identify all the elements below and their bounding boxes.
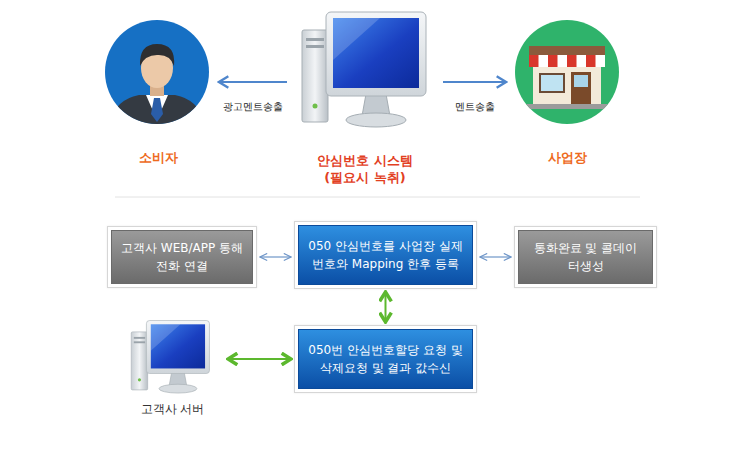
- shop-node: 사업장: [509, 16, 625, 166]
- connector-arrow: [260, 256, 291, 257]
- edge-label: 멘트송출: [453, 100, 497, 114]
- shop-icon: [515, 20, 619, 124]
- edge-label: 광고멘트송출: [221, 100, 285, 114]
- node-label: 소비자: [139, 149, 178, 166]
- connector-arrow: [228, 358, 291, 360]
- connector-arrow: [219, 81, 287, 83]
- process-box: 통화완료 및 콜데이 터생성: [514, 226, 657, 288]
- node-label: 고객사 서버: [141, 401, 205, 418]
- process-box: 050 안심번호를 사업장 실제 번호와 Mapping 한후 등록: [294, 221, 477, 289]
- system-node: 안심번호 시스템 (필요시 녹취): [290, 6, 440, 186]
- server-computer: [131, 321, 209, 394]
- box-text: 050 안심번호를 사업장 실제 번호와 Mapping 한후 등록: [298, 225, 473, 285]
- process-box: 고객사 WEB/APP 통해 전화 연결: [107, 226, 257, 288]
- server-node: 고객사 서버: [120, 314, 225, 418]
- box-text: 통화완료 및 콜데이 터생성: [518, 230, 653, 284]
- consumer-icon: [105, 20, 209, 130]
- connector-arrow: [385, 292, 387, 322]
- consumer-node: 소비자: [100, 16, 216, 166]
- node-label: 사업장: [548, 149, 587, 166]
- process-box: 050번 안심번호할당 요청 및 삭제요청 및 결과 값수신: [294, 325, 477, 393]
- connector-arrow: [480, 256, 511, 257]
- box-text: 050번 안심번호할당 요청 및 삭제요청 및 결과 값수신: [298, 329, 473, 389]
- divider: [115, 197, 640, 198]
- box-text: 고객사 WEB/APP 통해 전화 연결: [111, 230, 253, 284]
- connector-arrow: [443, 81, 506, 83]
- system-computer: [302, 12, 426, 127]
- node-label: 안심번호 시스템 (필요시 녹취): [309, 152, 421, 186]
